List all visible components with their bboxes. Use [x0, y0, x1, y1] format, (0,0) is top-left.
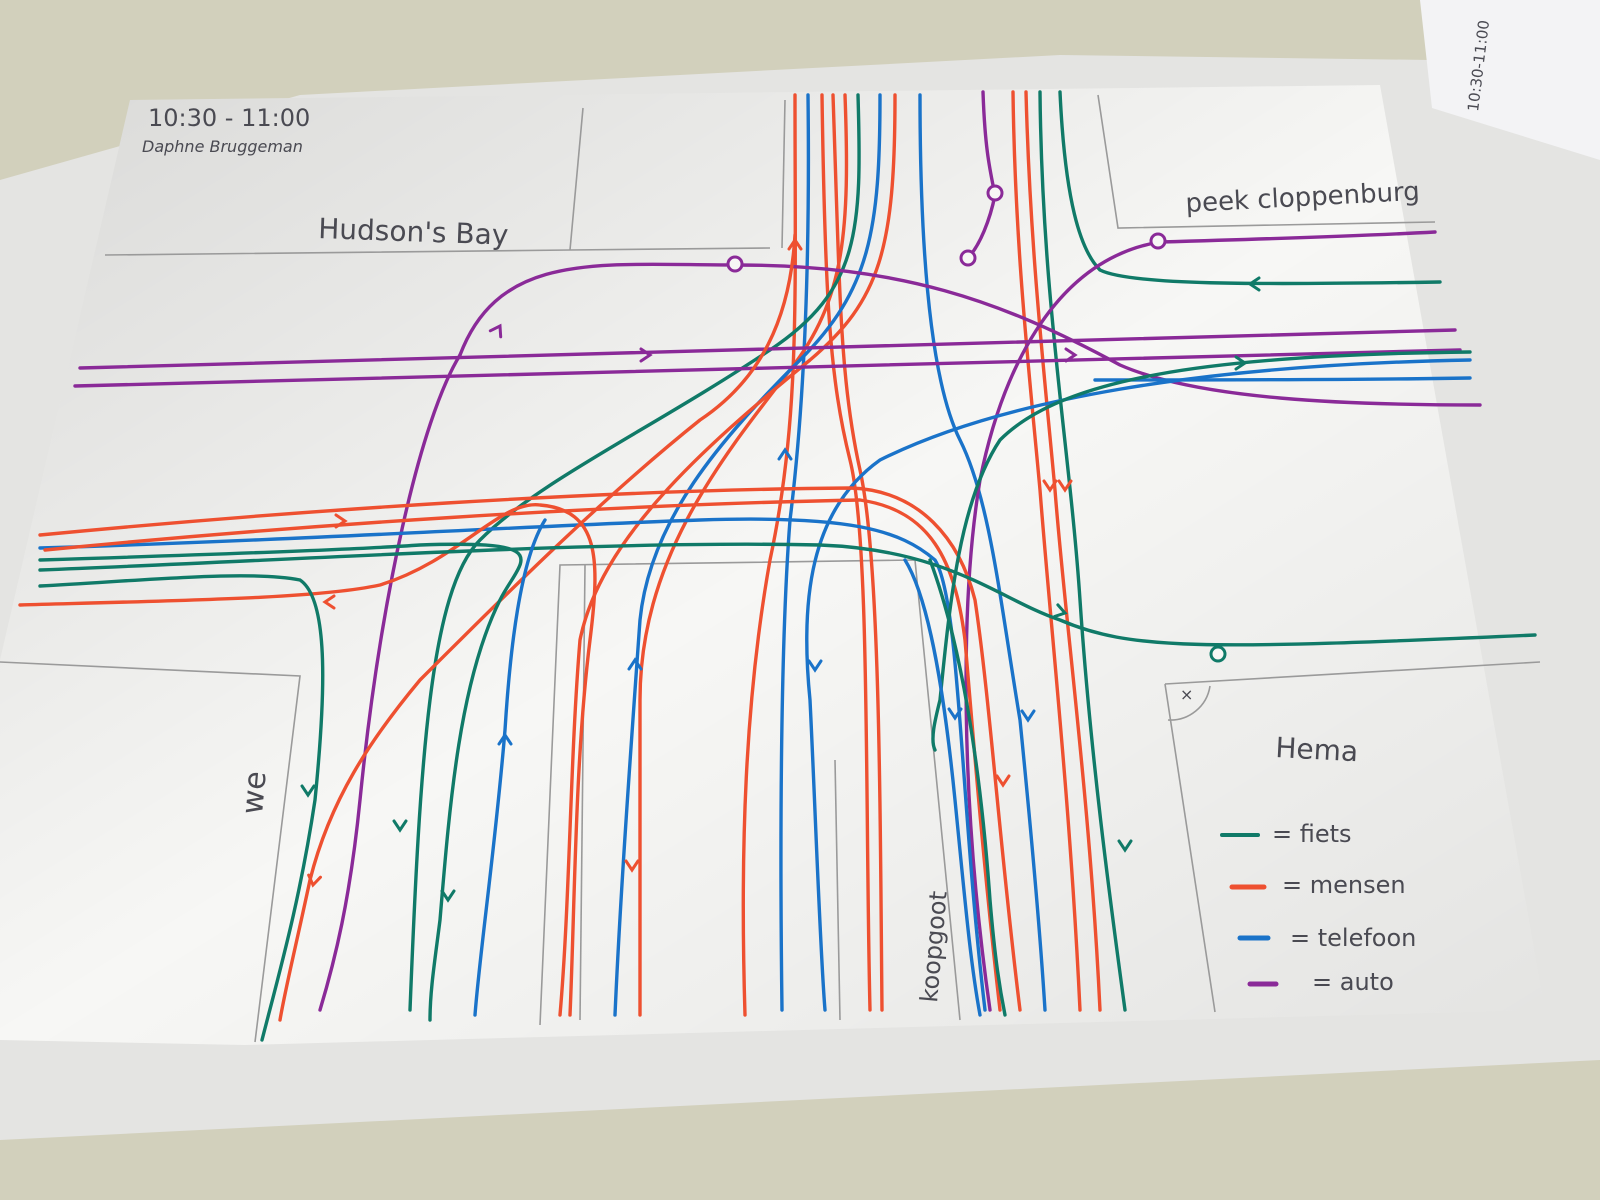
flow-line — [408, 93, 861, 1012]
legend-label-mensen: = mensen — [1282, 871, 1406, 899]
flow-line — [473, 518, 547, 1017]
flow-arrow-icon — [1042, 479, 1058, 493]
flow-line — [18, 503, 597, 1017]
flow-arrow-icon — [1247, 276, 1261, 292]
time-label: 10:30 - 11:00 — [148, 104, 310, 132]
flow-arrow-icon — [307, 873, 322, 888]
flow-line — [38, 517, 987, 1012]
legend-item-auto: = auto — [1247, 968, 1394, 996]
flow-arrow-icon — [787, 237, 803, 251]
flow-line — [78, 328, 1457, 370]
flow-lines — [18, 90, 1537, 1042]
building-hema: Hema — [1275, 731, 1359, 768]
legend-label-fiets: = fiets — [1272, 820, 1352, 848]
flow-line — [805, 358, 1472, 1012]
flow-arrow-icon — [1020, 709, 1036, 723]
flow-arrow-icon — [1234, 355, 1248, 371]
legend-label-auto: = auto — [1312, 968, 1394, 996]
legend-label-telefoon: = telefoon — [1290, 924, 1416, 952]
stop-marker-icon — [986, 184, 1004, 202]
flow-arrow-icon — [497, 732, 513, 746]
flow-arrow-icon — [440, 889, 456, 903]
building-hudsons-bay: Hudson's Bay — [318, 212, 509, 252]
author-label: Daphne Bruggeman — [142, 137, 303, 156]
hema-door-mark: × — [1180, 685, 1193, 704]
legend: = fiets = mensen = telefoon = auto — [1220, 820, 1416, 996]
flow-line — [1038, 90, 1127, 1012]
flow-line — [928, 558, 1007, 1017]
flow-arrow-icon — [334, 513, 348, 529]
flow-line — [1024, 90, 1102, 1012]
pencil-outlines — [0, 94, 1541, 1043]
legend-item-mensen: = mensen — [1229, 871, 1406, 899]
flow-line — [903, 558, 982, 1017]
flow-line — [318, 353, 462, 1012]
flow-arrow-icon — [627, 657, 643, 671]
flow-line — [613, 93, 882, 1017]
stop-marker-icon — [726, 255, 744, 273]
legend-item-telefoon: = telefoon — [1237, 924, 1416, 952]
flow-arrow-icon — [1117, 839, 1133, 853]
flow-arrow-icon — [947, 707, 963, 721]
flow-line — [1158, 230, 1437, 244]
flow-arrow-icon — [300, 784, 316, 798]
flow-line — [918, 93, 1047, 1012]
flow-arrow-icon — [1053, 603, 1068, 618]
flow-line — [931, 350, 1472, 752]
flow-arrow-icon — [1057, 479, 1073, 493]
outline-hema — [1164, 661, 1541, 685]
flow-arrow-icon — [807, 659, 823, 673]
building-we: we — [235, 770, 274, 816]
flow-line — [558, 93, 897, 1017]
flow-line — [38, 542, 1537, 647]
legend-item-fiets: = fiets — [1220, 820, 1352, 848]
flow-line — [638, 93, 849, 1017]
flow-arrow-icon — [322, 594, 336, 610]
flow-arrow-icon — [624, 859, 640, 873]
corner-paper — [1420, 0, 1600, 160]
outline-peek — [1097, 94, 1436, 229]
flow-arrow-icon — [488, 323, 503, 339]
flow-line — [1011, 90, 1082, 1012]
flow-line — [1058, 90, 1442, 286]
outline-we — [0, 661, 301, 1043]
flow-line — [38, 542, 523, 1022]
flow-line — [1093, 376, 1472, 382]
flow-arrow-icon — [639, 347, 653, 363]
flow-line — [458, 262, 1482, 407]
flow-line — [38, 486, 1022, 1012]
flow-arrow-icon — [392, 819, 408, 833]
stop-marker-icon — [959, 249, 977, 267]
flow-arrow-icon — [995, 774, 1011, 788]
outline-koopgoot — [539, 559, 961, 1026]
flow-arrow-icon — [777, 447, 793, 461]
flow-arrow-icon — [1064, 347, 1078, 363]
flow-line — [964, 240, 1162, 1012]
flow-line — [278, 233, 797, 1022]
flow-line — [38, 574, 325, 1042]
stop-marker-icon — [1209, 645, 1227, 663]
stop-marker-icon — [1149, 232, 1167, 250]
